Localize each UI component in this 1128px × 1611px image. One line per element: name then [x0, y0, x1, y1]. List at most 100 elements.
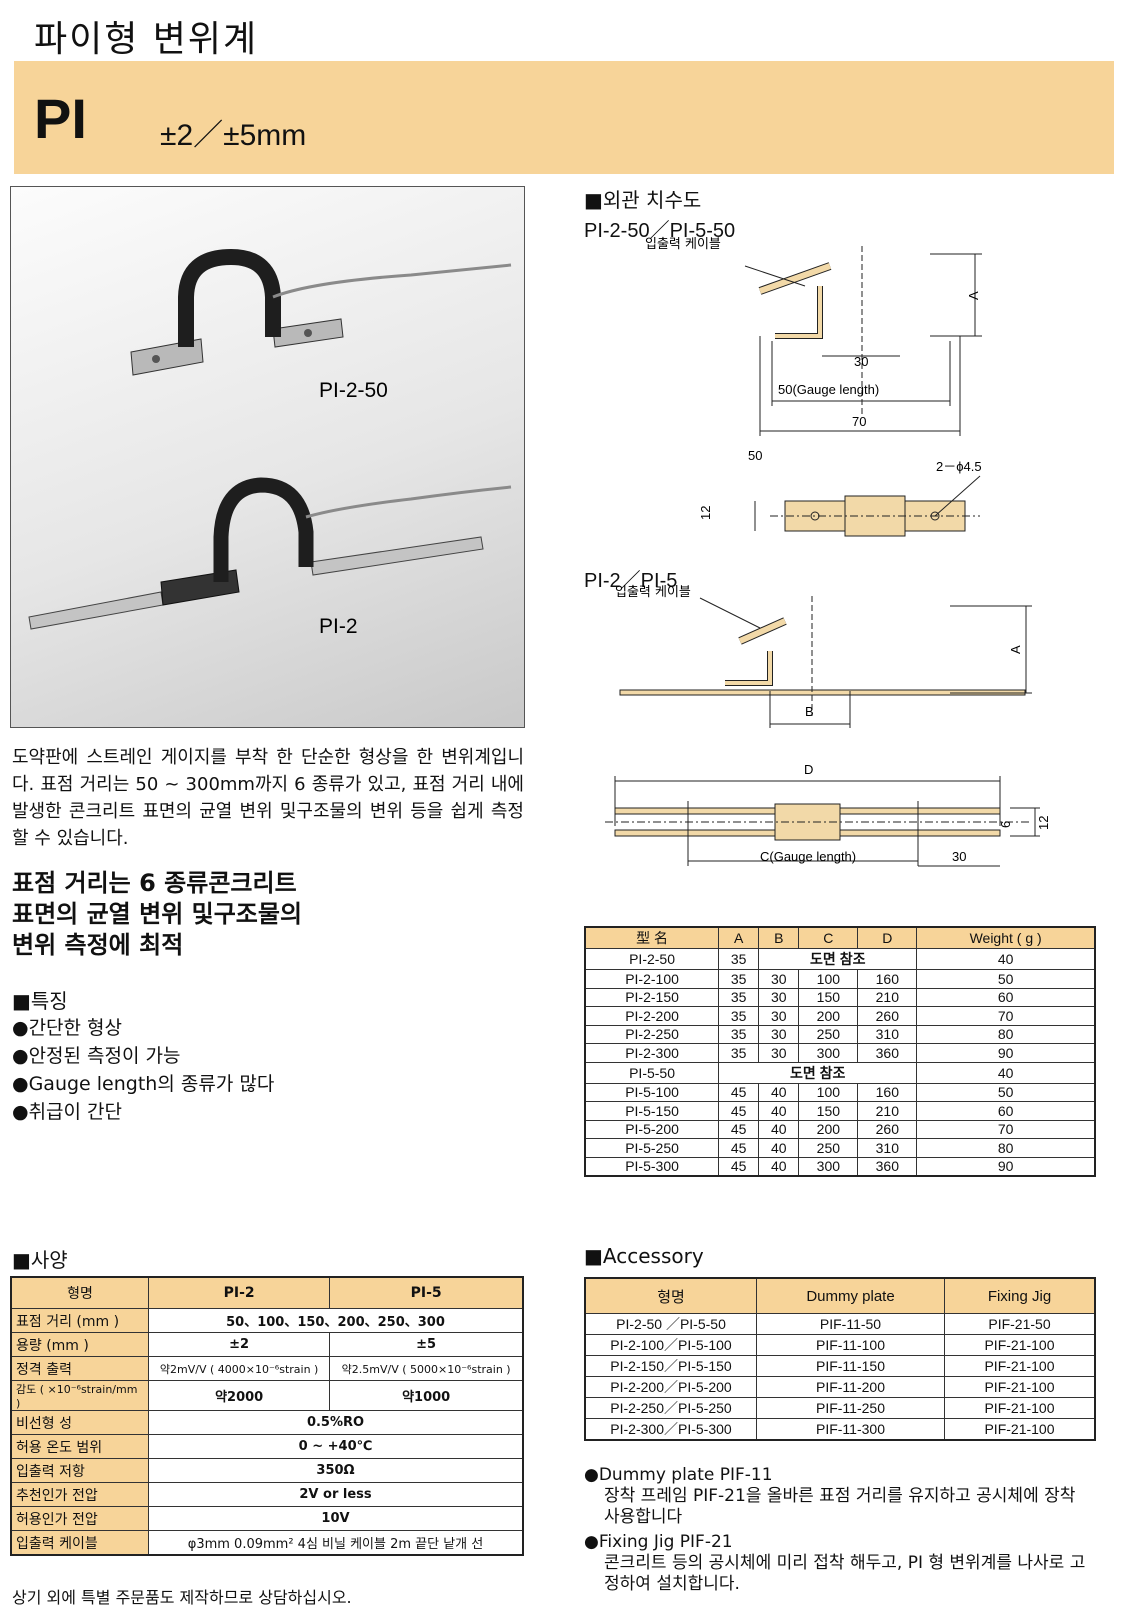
acc-cell: PIF-21-100 [943, 1355, 1096, 1377]
accessory-header-row: 형명 Dummy plate Fixing Jig [584, 1277, 1096, 1314]
spec-row: 표점 거리 (mm )50、100、150、200、250、300 [10, 1308, 524, 1333]
cell-ref: 도면 참조 [758, 948, 918, 970]
cell-ref: 도면 참조 [718, 1061, 918, 1084]
spec-value: 약2000 [147, 1380, 331, 1411]
photo-label-bottom: PI-2 [319, 615, 358, 638]
spec-key: 감도 ( ×10⁻⁶strain/mm ) [10, 1380, 149, 1411]
spec-heading: ■사양 [12, 1248, 68, 1272]
cell-d: 210 [857, 1101, 918, 1121]
headline-line-3: 변위 측정에 최적 [12, 931, 184, 959]
cell-a: 45 [718, 1119, 760, 1139]
acc-cell: PIF-11-250 [756, 1397, 945, 1419]
cell-weight: 50 [916, 969, 1096, 989]
cell-d: 360 [857, 1156, 918, 1177]
accessory-note-1-body: 장착 프레임 PIF-21을 올바른 표점 거리를 유지하고 공시체에 장착 사… [604, 1486, 1076, 1527]
acc-cell: PIF-11-300 [756, 1418, 945, 1441]
spec-key: 허용인가 전압 [10, 1506, 149, 1531]
dim-30-b: 30 [952, 849, 966, 864]
spec-value: ±5 [329, 1332, 524, 1357]
cell-d: 160 [857, 1082, 918, 1102]
spec-value: ±2 [147, 1332, 331, 1357]
cell-c: 250 [798, 1024, 859, 1044]
cell-weight: 60 [916, 987, 1096, 1007]
model-banner [14, 61, 1114, 174]
cell-weight: 40 [916, 948, 1096, 970]
col-header-a: A [718, 926, 760, 949]
drawing-subheading-1: PI-2-50／PI-5-50 [584, 220, 736, 242]
acc-cell: PIF-11-50 [756, 1313, 945, 1335]
cell-d: 260 [857, 1006, 918, 1026]
spec-value: 10V [148, 1506, 524, 1531]
spec-key: 추천인가 전압 [10, 1482, 149, 1507]
acc-cell: PIF-21-100 [943, 1418, 1096, 1441]
accessory-note-2-body: 콘크리트 등의 공시체에 미리 접착 해두고, PI 형 변위계를 나사로 고정… [604, 1553, 1086, 1594]
headline-line-2: 표면의 균열 변위 및구조물의 [12, 900, 303, 928]
cell-b: 30 [758, 987, 800, 1007]
cell-d: 310 [857, 1138, 918, 1158]
feature-item: ●Gauge length의 종류가 많다 [12, 1073, 275, 1095]
acc-col-jig: Fixing Jig [943, 1277, 1096, 1314]
spec-value: 50、100、150、200、250、300 [148, 1308, 524, 1333]
spec-col-pi2: PI-2 [147, 1276, 331, 1309]
dim-12-b: 12 [1036, 816, 1051, 830]
cell-model: PI-5-250 [584, 1138, 720, 1158]
dim-hole: 2－ϕ4.5 [936, 459, 982, 474]
cell-b: 30 [758, 1043, 800, 1063]
features-list: ●간단한 형상 ●안정된 측정이 가능 ●Gauge length의 종류가 많… [12, 1014, 274, 1126]
cell-model: PI-5-300 [584, 1156, 720, 1177]
table-row: PI-2-50 35 도면 참조 40 [584, 948, 1096, 970]
cell-weight: 70 [916, 1119, 1096, 1139]
spec-value: 약1000 [329, 1380, 524, 1411]
dim-a-2: A [1008, 645, 1023, 654]
cell-model: PI-5-100 [584, 1082, 720, 1102]
cell-a: 35 [718, 987, 760, 1007]
acc-cell: PIF-11-100 [756, 1334, 945, 1356]
col-header-model: 型 名 [584, 926, 720, 949]
feature-item: ●취급이 간단 [12, 1101, 123, 1123]
spec-header-row: 형명 PI-2 PI-5 [10, 1276, 524, 1309]
col-header-b: B [758, 926, 800, 949]
cell-a: 45 [718, 1101, 760, 1121]
product-illustration: PI-2-50 PI-2 [28, 248, 512, 638]
spec-key: 정격 출력 [10, 1356, 149, 1381]
accessory-table: 형명 Dummy plate Fixing Jig PI-2-50 ／PI-5-… [584, 1277, 1096, 1441]
cell-model: PI-2-250 [584, 1024, 720, 1044]
feature-item: ●간단한 형상 [12, 1017, 123, 1039]
acc-cell: PIF-21-100 [943, 1334, 1096, 1356]
dim-c-gauge: C(Gauge length) [760, 849, 856, 864]
spec-key: 입출력 케이블 [10, 1530, 149, 1556]
dim-6: 6 [998, 821, 1013, 828]
cell-b: 30 [758, 1024, 800, 1044]
cell-c: 300 [798, 1156, 859, 1177]
col-header-c: C [798, 926, 859, 949]
cell-c: 150 [798, 1101, 859, 1121]
cell-b: 40 [758, 1119, 800, 1139]
cell-weight: 50 [916, 1082, 1096, 1102]
dim-a-1: A [966, 291, 981, 300]
acc-cell: PIF-11-150 [756, 1355, 945, 1377]
acc-cell: PIF-21-50 [943, 1313, 1096, 1335]
cell-c: 300 [798, 1043, 859, 1063]
accessory-heading: ■Accessory [584, 1244, 704, 1268]
spec-key: 허용 온도 범위 [10, 1434, 149, 1459]
cell-a: 35 [718, 1043, 760, 1063]
acc-col-dummy: Dummy plate [756, 1277, 945, 1314]
page-title: 파이형 변위계 [34, 19, 259, 60]
spec-col-pi5: PI-5 [329, 1276, 524, 1309]
footnote: 상기 외에 특별 주문품도 제작하므로 상담하십시오. [12, 1588, 352, 1607]
cell-c: 100 [798, 1082, 859, 1102]
accessory-note-1-title: ●Dummy plate PIF-11 [584, 1465, 773, 1485]
cell-b: 40 [758, 1101, 800, 1121]
cell-d: 160 [857, 969, 918, 989]
